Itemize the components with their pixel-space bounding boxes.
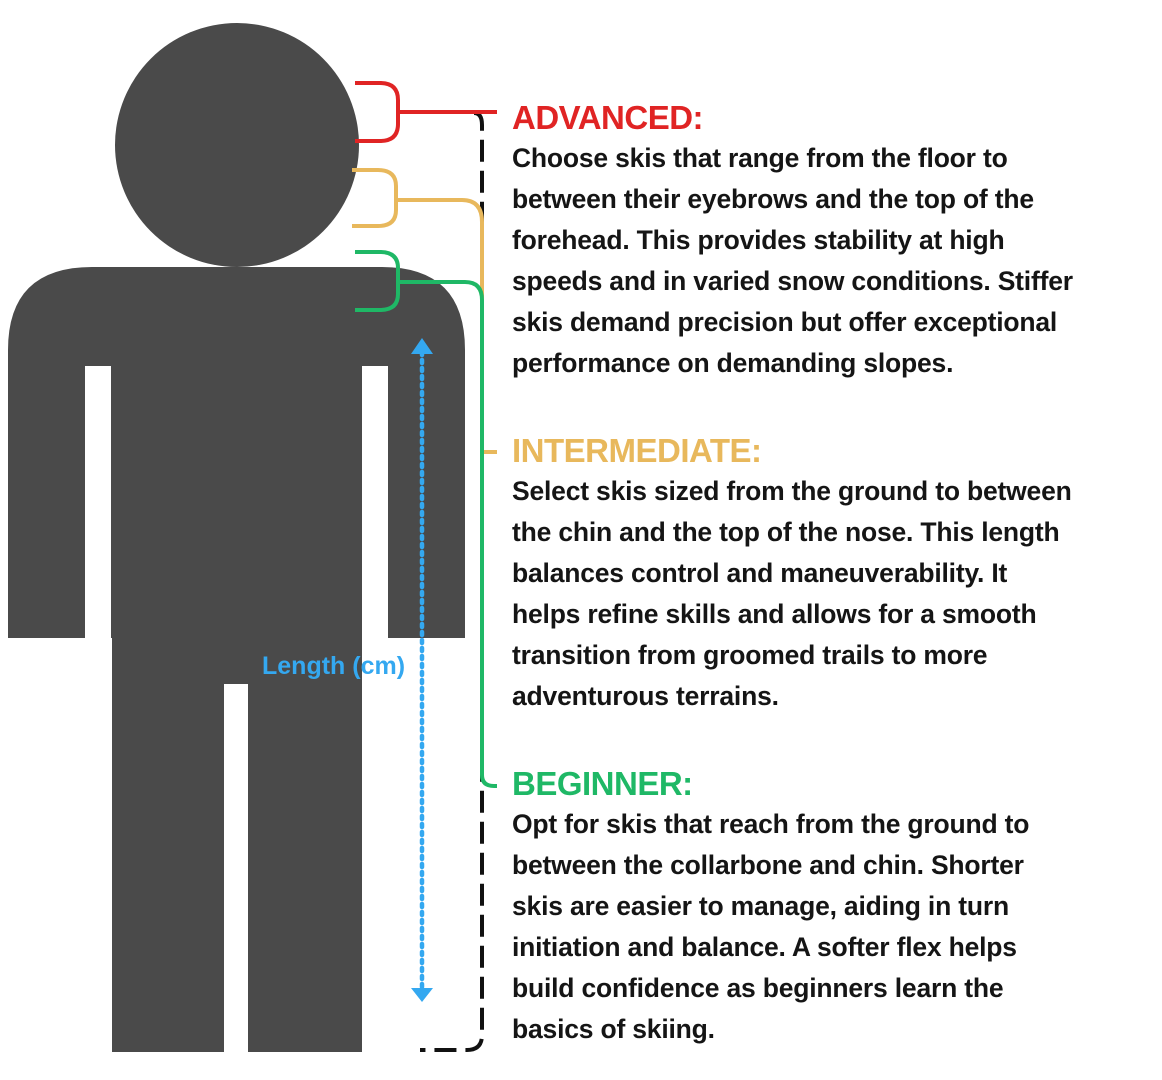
beginner-heading: BEGINNER: — [512, 765, 693, 802]
text-line: Select skis sized from the ground to bet… — [512, 476, 1072, 506]
text-line: transition from groomed trails to more — [512, 640, 988, 670]
length-label: Length (cm) — [262, 652, 406, 680]
length-arrow — [411, 338, 433, 1002]
text-line: skis are easier to manage, aiding in tur… — [512, 891, 1009, 921]
text-line: Choose skis that range from the floor to — [512, 143, 1008, 173]
arrow-up-icon — [411, 338, 433, 354]
text-line: between the collarbone and chin. Shorter — [512, 850, 1024, 880]
arrow-down-icon — [411, 988, 433, 1002]
intermediate-heading: INTERMEDIATE: — [512, 432, 762, 469]
text-line: adventurous terrains. — [512, 681, 779, 711]
beginner-section: BEGINNER: Opt for skis that reach from t… — [512, 764, 1029, 1050]
text-line: initiation and balance. A softer flex he… — [512, 932, 1017, 962]
beginner-bracket — [355, 250, 497, 788]
person-silhouette — [8, 23, 465, 1056]
text-line: build confidence as beginners learn the — [512, 973, 1004, 1003]
total-length-dashed-bracket — [420, 111, 484, 1052]
text-line: balances control and maneuverability. It — [512, 558, 1008, 588]
text-line: between their eyebrows and the top of th… — [512, 184, 1034, 214]
text-line: helps refine skills and allows for a smo… — [512, 599, 1037, 629]
text-line: forehead. This provides stability at hig… — [512, 225, 1005, 255]
text-line: Opt for skis that reach from the ground … — [512, 809, 1030, 839]
advanced-section: ADVANCED: Choose skis that range from th… — [512, 98, 1073, 384]
body — [8, 267, 465, 1052]
advanced-heading: ADVANCED: — [512, 99, 704, 136]
text-line: speeds and in varied snow conditions. St… — [512, 266, 1073, 296]
head — [115, 23, 359, 267]
text-line: skis demand precision but offer exceptio… — [512, 307, 1058, 337]
intermediate-bracket — [352, 168, 497, 454]
intermediate-section: INTERMEDIATE: Select skis sized from the… — [512, 431, 1072, 717]
text-line: the chin and the top of the nose. This l… — [512, 517, 1060, 547]
text-line: basics of skiing. — [512, 1014, 715, 1044]
text-line: performance on demanding slopes. — [512, 348, 954, 378]
advanced-bracket — [355, 81, 497, 143]
